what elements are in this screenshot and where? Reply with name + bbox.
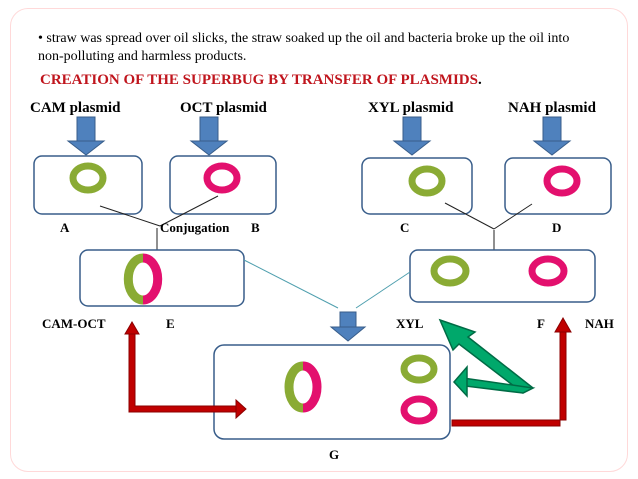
oct-plasmid-label: OCT plasmid xyxy=(180,100,267,116)
label-c: C xyxy=(400,220,410,235)
label-d: D xyxy=(552,220,562,235)
xyl-ring-in-f xyxy=(430,255,470,287)
bullet-text: • straw was spread over oil slicks, the … xyxy=(38,30,598,66)
xyl-plasmid-ring xyxy=(408,165,446,197)
arrow-cam-to-a xyxy=(66,116,106,156)
label-cam-oct: CAM-OCT xyxy=(42,316,106,331)
heading-text: CREATION OF THE SUPERBUG BY TRANSFER OF … xyxy=(40,72,478,88)
arrow-oct-to-b xyxy=(189,116,229,156)
green-arrow-xyl-to-g xyxy=(438,318,536,398)
conjugation-line-a xyxy=(99,205,161,227)
nah-plasmid-ring xyxy=(543,165,581,197)
conjugation-line-c xyxy=(444,202,495,230)
red-arrow-e-to-g xyxy=(124,321,247,420)
cam-plasmid-ring xyxy=(69,162,107,194)
cam-oct-plasmid-ring xyxy=(123,253,163,305)
cam-plasmid-label: CAM plasmid xyxy=(30,100,121,116)
xyl-plasmid-label: XYL plasmid xyxy=(368,100,454,116)
nah-ring-in-g xyxy=(400,395,438,425)
heading-period: . xyxy=(477,72,482,88)
label-g: G xyxy=(329,447,340,462)
line-e-to-g xyxy=(243,259,339,309)
nah-ring-in-f xyxy=(528,255,568,287)
cell-b xyxy=(169,155,277,215)
cam-oct-ring-in-g xyxy=(284,361,322,413)
conjugation-line-d xyxy=(493,203,533,230)
oct-plasmid-ring xyxy=(203,162,241,194)
label-conjugation: Conjugation xyxy=(160,220,230,235)
arrow-into-g xyxy=(329,311,367,342)
line-f-to-g xyxy=(355,271,411,309)
label-b: B xyxy=(251,220,260,235)
arrow-xyl-to-c xyxy=(392,116,432,156)
xyl-ring-in-g xyxy=(400,354,438,384)
conjugation-line-b xyxy=(159,195,219,227)
label-f: F xyxy=(537,316,545,331)
red-arrow-g-to-nah xyxy=(451,316,572,427)
arrow-nah-to-d xyxy=(532,116,572,156)
label-a: A xyxy=(60,220,70,235)
cell-g xyxy=(213,344,451,440)
nah-plasmid-label: NAH plasmid xyxy=(508,100,596,116)
bullet-symbol: • xyxy=(38,31,43,46)
slide-frame xyxy=(10,8,628,472)
bullet-body: straw was spread over oil slicks, the st… xyxy=(38,31,570,64)
diagram-heading: CREATION OF THE SUPERBUG BY TRANSFER OF … xyxy=(40,72,482,89)
cell-a xyxy=(33,155,143,215)
label-nah: NAH xyxy=(585,316,614,331)
label-e: E xyxy=(166,316,175,331)
label-xyl: XYL xyxy=(396,316,424,331)
cell-d xyxy=(504,157,612,215)
